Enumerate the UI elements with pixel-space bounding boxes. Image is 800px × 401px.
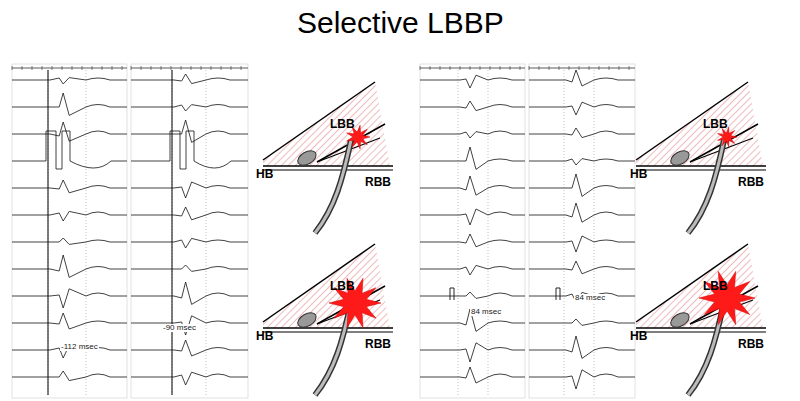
interval-label: 84 msec — [470, 308, 502, 316]
lead-illustration — [263, 82, 393, 233]
lead-illustration — [636, 82, 766, 233]
capture-starburst — [699, 271, 755, 324]
anatomy-label: RBB — [738, 338, 764, 350]
anatomy-label: RBB — [365, 338, 391, 350]
anatomy-label: RBB — [365, 176, 391, 188]
capture-starburst — [329, 278, 381, 327]
anatomy-label: HB — [630, 168, 647, 180]
anatomy-label: HB — [256, 330, 273, 342]
anatomy-label: LBB — [330, 118, 355, 130]
interval-label: -112 msec — [60, 343, 99, 351]
anatomy-label: LBB — [330, 280, 355, 292]
anatomy-label: HB — [630, 330, 647, 342]
capture-starburst — [718, 127, 737, 147]
anatomy-label: LBB — [703, 280, 728, 292]
interval-label: -90 msec — [162, 324, 197, 332]
lead-illustration — [263, 244, 393, 395]
anatomy-label: LBB — [703, 118, 728, 130]
interval-label: 84 msec — [574, 294, 606, 302]
page-title: Selective LBBP — [297, 8, 504, 38]
anatomy-label: HB — [256, 168, 273, 180]
anatomy-label: RBB — [738, 176, 764, 188]
lead-illustration — [636, 244, 766, 395]
capture-starburst — [329, 125, 755, 328]
ecg-traces — [12, 64, 635, 398]
